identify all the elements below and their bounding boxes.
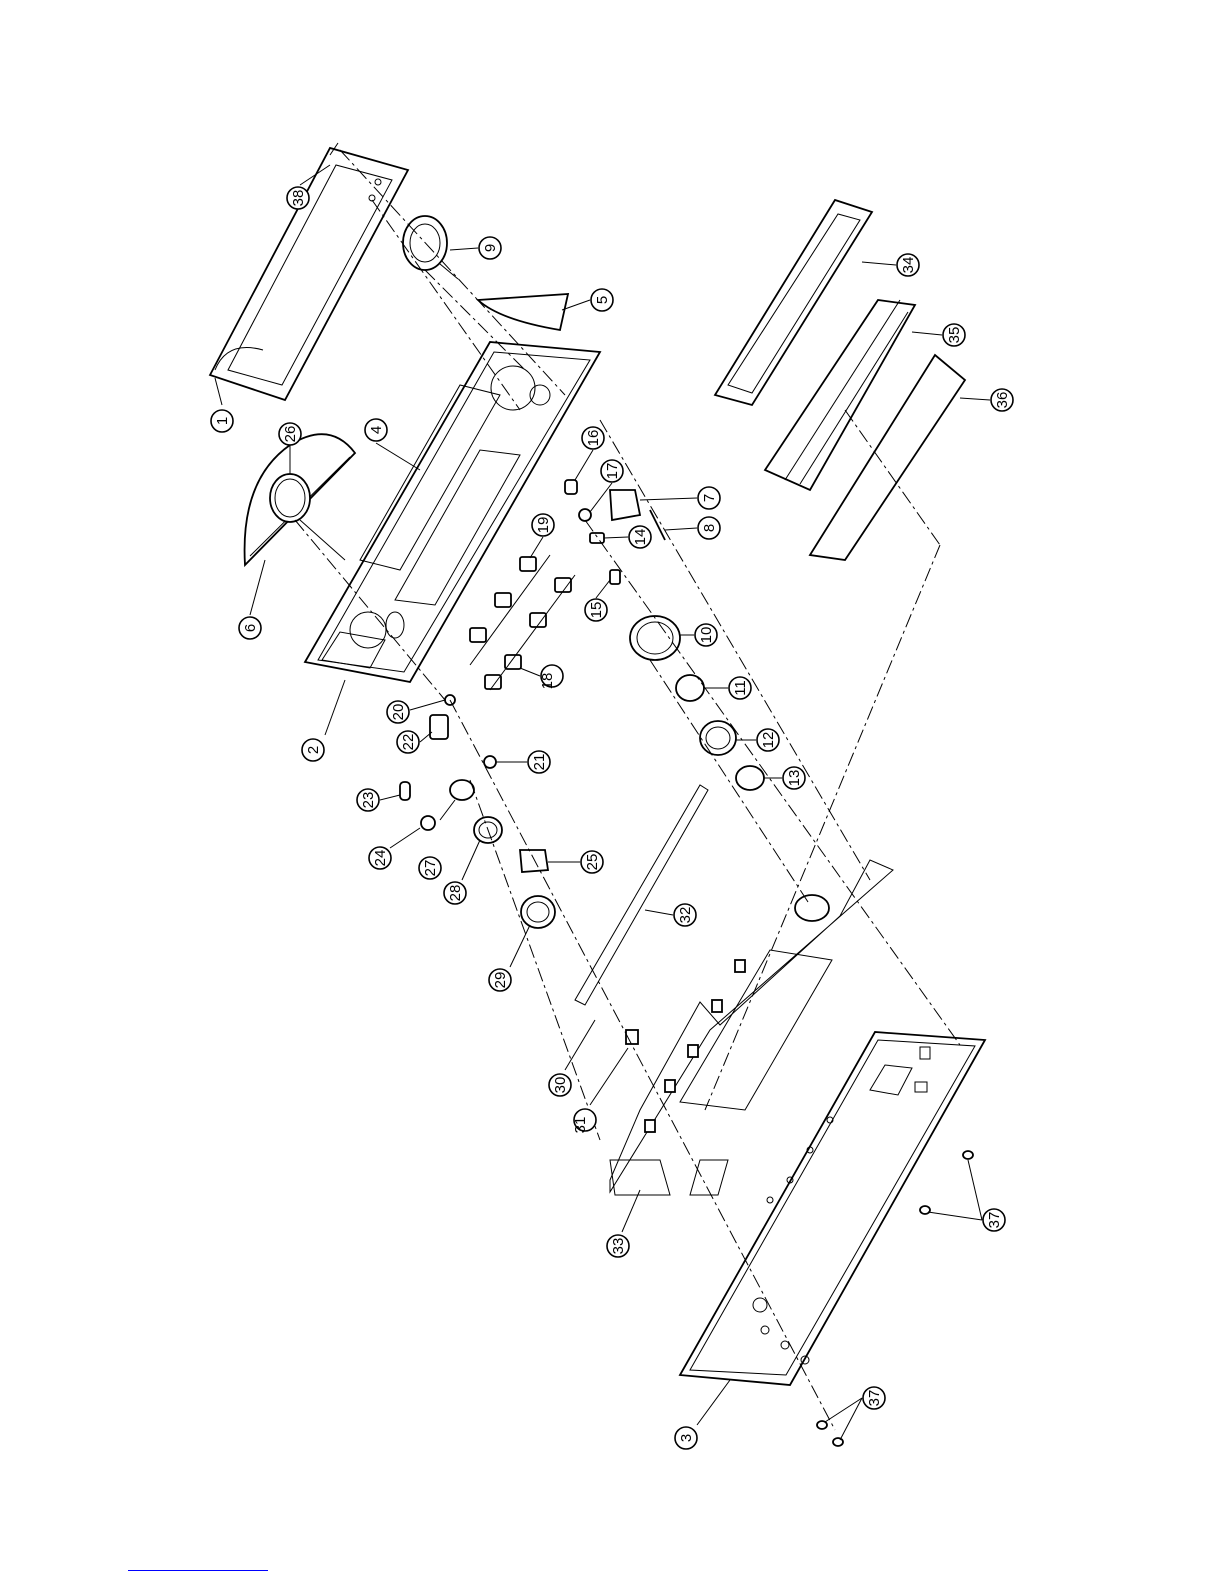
part-main-frame <box>305 342 600 682</box>
callout-10: 10 <box>680 624 717 646</box>
callout-label: 8 <box>701 524 718 532</box>
callout-37-top: 37 <box>928 1160 1005 1231</box>
callout-24: 24 <box>369 828 420 869</box>
callout-36: 36 <box>960 389 1013 411</box>
callout-15: 15 <box>585 580 610 621</box>
callout-14: 14 <box>604 526 651 548</box>
callout-29: 29 <box>489 925 530 991</box>
callout-16: 16 <box>575 427 604 480</box>
callout-13: 13 <box>764 767 805 789</box>
callout-23: 23 <box>357 789 400 811</box>
callout-6: 6 <box>239 560 265 639</box>
callout-label: 37 <box>986 1212 1003 1229</box>
callout-label: 2 <box>305 746 322 754</box>
callout-label: 6 <box>242 624 259 632</box>
callout-label: 35 <box>946 327 963 344</box>
part-end-wedge <box>478 294 568 330</box>
callout-21: 21 <box>496 751 550 773</box>
callout-22: 22 <box>397 731 432 753</box>
part-knob-hardware <box>400 695 555 928</box>
callout-5: 5 <box>562 289 613 311</box>
callout-label: 19 <box>535 517 552 534</box>
callout-27: 27 <box>419 800 455 879</box>
callout-7: 7 <box>640 487 720 509</box>
callout-31: 31 <box>572 1048 628 1133</box>
callout-label: 11 <box>732 680 749 696</box>
callout-label: 20 <box>390 704 407 721</box>
part-knob-cylinder <box>270 474 345 560</box>
callout-label: 34 <box>900 257 917 274</box>
callout-9: 9 <box>450 237 501 259</box>
callout-37-bottom: 37 <box>825 1387 885 1440</box>
callout-2: 2 <box>302 680 345 761</box>
callout-34: 34 <box>862 254 919 276</box>
callout-28: 28 <box>444 840 480 904</box>
callout-label: 3 <box>678 1434 695 1442</box>
callout-18: 18 <box>520 665 563 689</box>
callout-label: 4 <box>368 426 385 434</box>
callout-label: 1 <box>214 417 231 425</box>
callout-3: 3 <box>675 1380 730 1449</box>
part-filter-assembly <box>715 200 965 560</box>
callout-4: 4 <box>365 419 420 470</box>
callout-12: 12 <box>736 729 779 751</box>
callout-label: 27 <box>422 860 439 877</box>
callout-label: 10 <box>698 627 715 644</box>
part-top-rail <box>210 143 408 400</box>
callout-label: 24 <box>372 850 389 867</box>
callout-label: 31 <box>572 1117 589 1134</box>
callout-1: 1 <box>211 378 233 432</box>
footer-link-underline <box>128 1570 268 1571</box>
callout-32: 32 <box>645 904 696 926</box>
callout-label: 36 <box>994 392 1011 409</box>
callout-11: 11 <box>705 677 751 699</box>
callout-label: 23 <box>360 792 377 809</box>
callout-30: 30 <box>549 1020 595 1096</box>
callout-label: 5 <box>594 296 611 304</box>
callout-label: 14 <box>632 529 649 546</box>
callout-label: 22 <box>400 734 417 751</box>
callout-label: 26 <box>282 426 299 443</box>
callout-label: 13 <box>786 770 803 787</box>
callout-label: 28 <box>447 885 464 902</box>
callout-label: 17 <box>604 463 621 480</box>
callout-35: 35 <box>912 324 965 346</box>
callout-label: 30 <box>552 1077 569 1094</box>
callout-label: 29 <box>492 972 509 989</box>
callout-label: 12 <box>760 732 777 749</box>
callout-19: 19 <box>530 514 554 558</box>
callout-label: 9 <box>482 244 499 252</box>
callout-label: 18 <box>539 673 556 690</box>
callout-label: 15 <box>588 602 605 619</box>
part-bottom-housing <box>680 1032 985 1385</box>
callout-33: 33 <box>607 1190 640 1257</box>
callout-label: 25 <box>584 854 601 871</box>
callout-label: 33 <box>610 1238 627 1255</box>
callout-25: 25 <box>548 851 603 873</box>
callout-label: 37 <box>866 1390 883 1407</box>
callout-8: 8 <box>665 517 720 539</box>
callout-label: 7 <box>701 494 718 502</box>
callout-label: 38 <box>290 190 307 207</box>
callout-label: 32 <box>677 907 694 924</box>
callout-label: 21 <box>531 754 548 771</box>
callout-label: 16 <box>585 430 602 447</box>
